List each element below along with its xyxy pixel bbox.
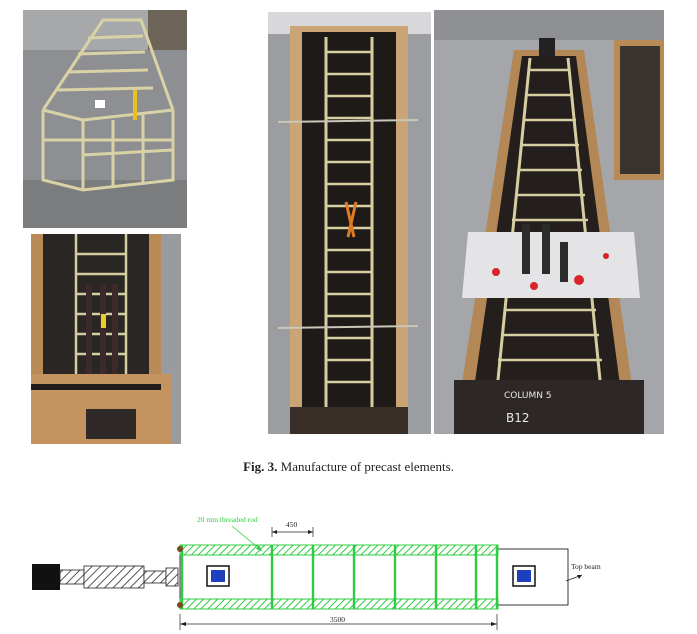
hydraulic-actuator	[83, 565, 145, 589]
chalk-text-column: COLUMN 5	[504, 391, 552, 401]
specimen-outline	[179, 548, 569, 606]
rod-arrow-head	[256, 545, 262, 551]
photo-long-formwork	[268, 12, 431, 434]
photo-formwork-top-plate: COLUMN 5 B12	[434, 10, 664, 434]
spacing-label: 450	[286, 520, 298, 529]
beam-label: Top beam	[571, 562, 601, 571]
actuator-end	[165, 567, 179, 587]
reaction-block	[32, 564, 60, 590]
rod-label: 20 mm threaded rod	[197, 515, 258, 524]
length-label: 3500	[330, 615, 345, 624]
bottom-steel-strip	[179, 598, 499, 610]
bolt-bottom	[177, 602, 183, 608]
chalk-text-id: B12	[506, 411, 530, 425]
figure-label: Fig. 3.	[243, 459, 278, 474]
load-cell	[59, 569, 85, 585]
plate-core-left	[211, 570, 225, 582]
bolt-top	[177, 546, 183, 552]
plate-core-right	[517, 570, 531, 582]
top-steel-strip	[179, 544, 499, 556]
photo-rebar-cage	[23, 10, 187, 228]
figure-title: Manufacture of precast elements.	[280, 459, 454, 474]
threaded-rods	[180, 545, 499, 609]
test-setup-diagram: 20 mm threaded rod 450 3500 Top beam	[32, 515, 601, 630]
photo-cage-in-formwork	[31, 234, 181, 444]
figure-caption: Fig. 3. Manufacture of precast elements.	[0, 459, 697, 475]
actuator-rod	[143, 570, 167, 584]
rod-leader	[231, 525, 263, 552]
